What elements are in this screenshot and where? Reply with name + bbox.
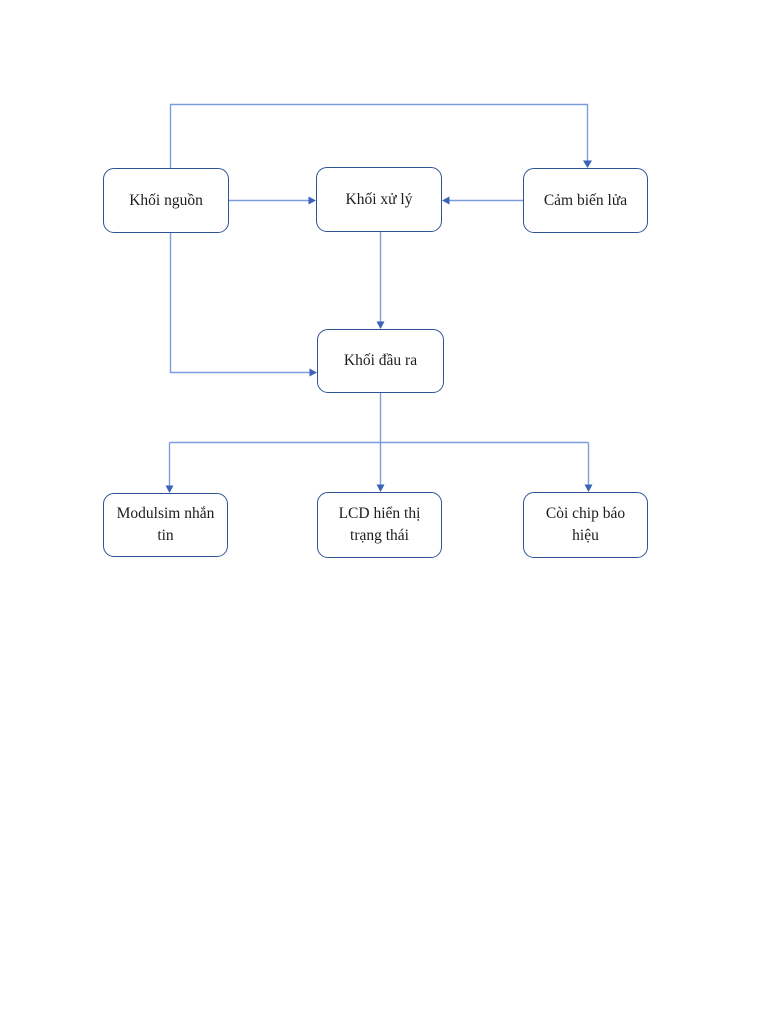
connector-khoi-nguon-to-khoi-xu-ly — [229, 196, 316, 205]
node-modulsim-nhan-tin-label: Modulsim nhắn tin — [116, 505, 215, 544]
node-coi-chip-bao-hieu-label: Còi chip báo hiệu — [545, 505, 626, 544]
connector-khoi-dau-ra-to-outputs — [165, 393, 593, 493]
node-lcd-hien-thi: LCD hiển thị trạng thái — [317, 492, 442, 558]
node-khoi-dau-ra-label: Khối đầu ra — [343, 352, 418, 369]
node-cam-bien-lua: Cảm biến lửa — [523, 168, 648, 233]
node-khoi-nguon: Khối nguồn — [103, 168, 229, 233]
node-khoi-dau-ra: Khối đầu ra — [317, 329, 444, 393]
connector-khoi-xu-ly-to-khoi-dau-ra — [376, 232, 385, 329]
node-khoi-xu-ly: Khối xử lý — [316, 167, 442, 232]
connector-khoi-nguon-to-khoi-dau-ra — [169, 233, 317, 377]
node-modulsim-nhan-tin: Modulsim nhắn tin — [103, 493, 228, 557]
node-cam-bien-lua-label: Cảm biến lửa — [543, 191, 628, 209]
node-khoi-xu-ly-label: Khối xử lý — [345, 190, 413, 208]
node-coi-chip-bao-hieu: Còi chip báo hiệu — [523, 492, 648, 558]
node-lcd-hien-thi-label: LCD hiển thị trạng thái — [338, 505, 421, 544]
connector-cam-bien-lua-to-khoi-xu-ly — [442, 196, 523, 205]
connector-khoi-nguon-to-cam-bien-lua — [169, 103, 592, 168]
node-khoi-nguon-label: Khối nguồn — [129, 191, 203, 209]
